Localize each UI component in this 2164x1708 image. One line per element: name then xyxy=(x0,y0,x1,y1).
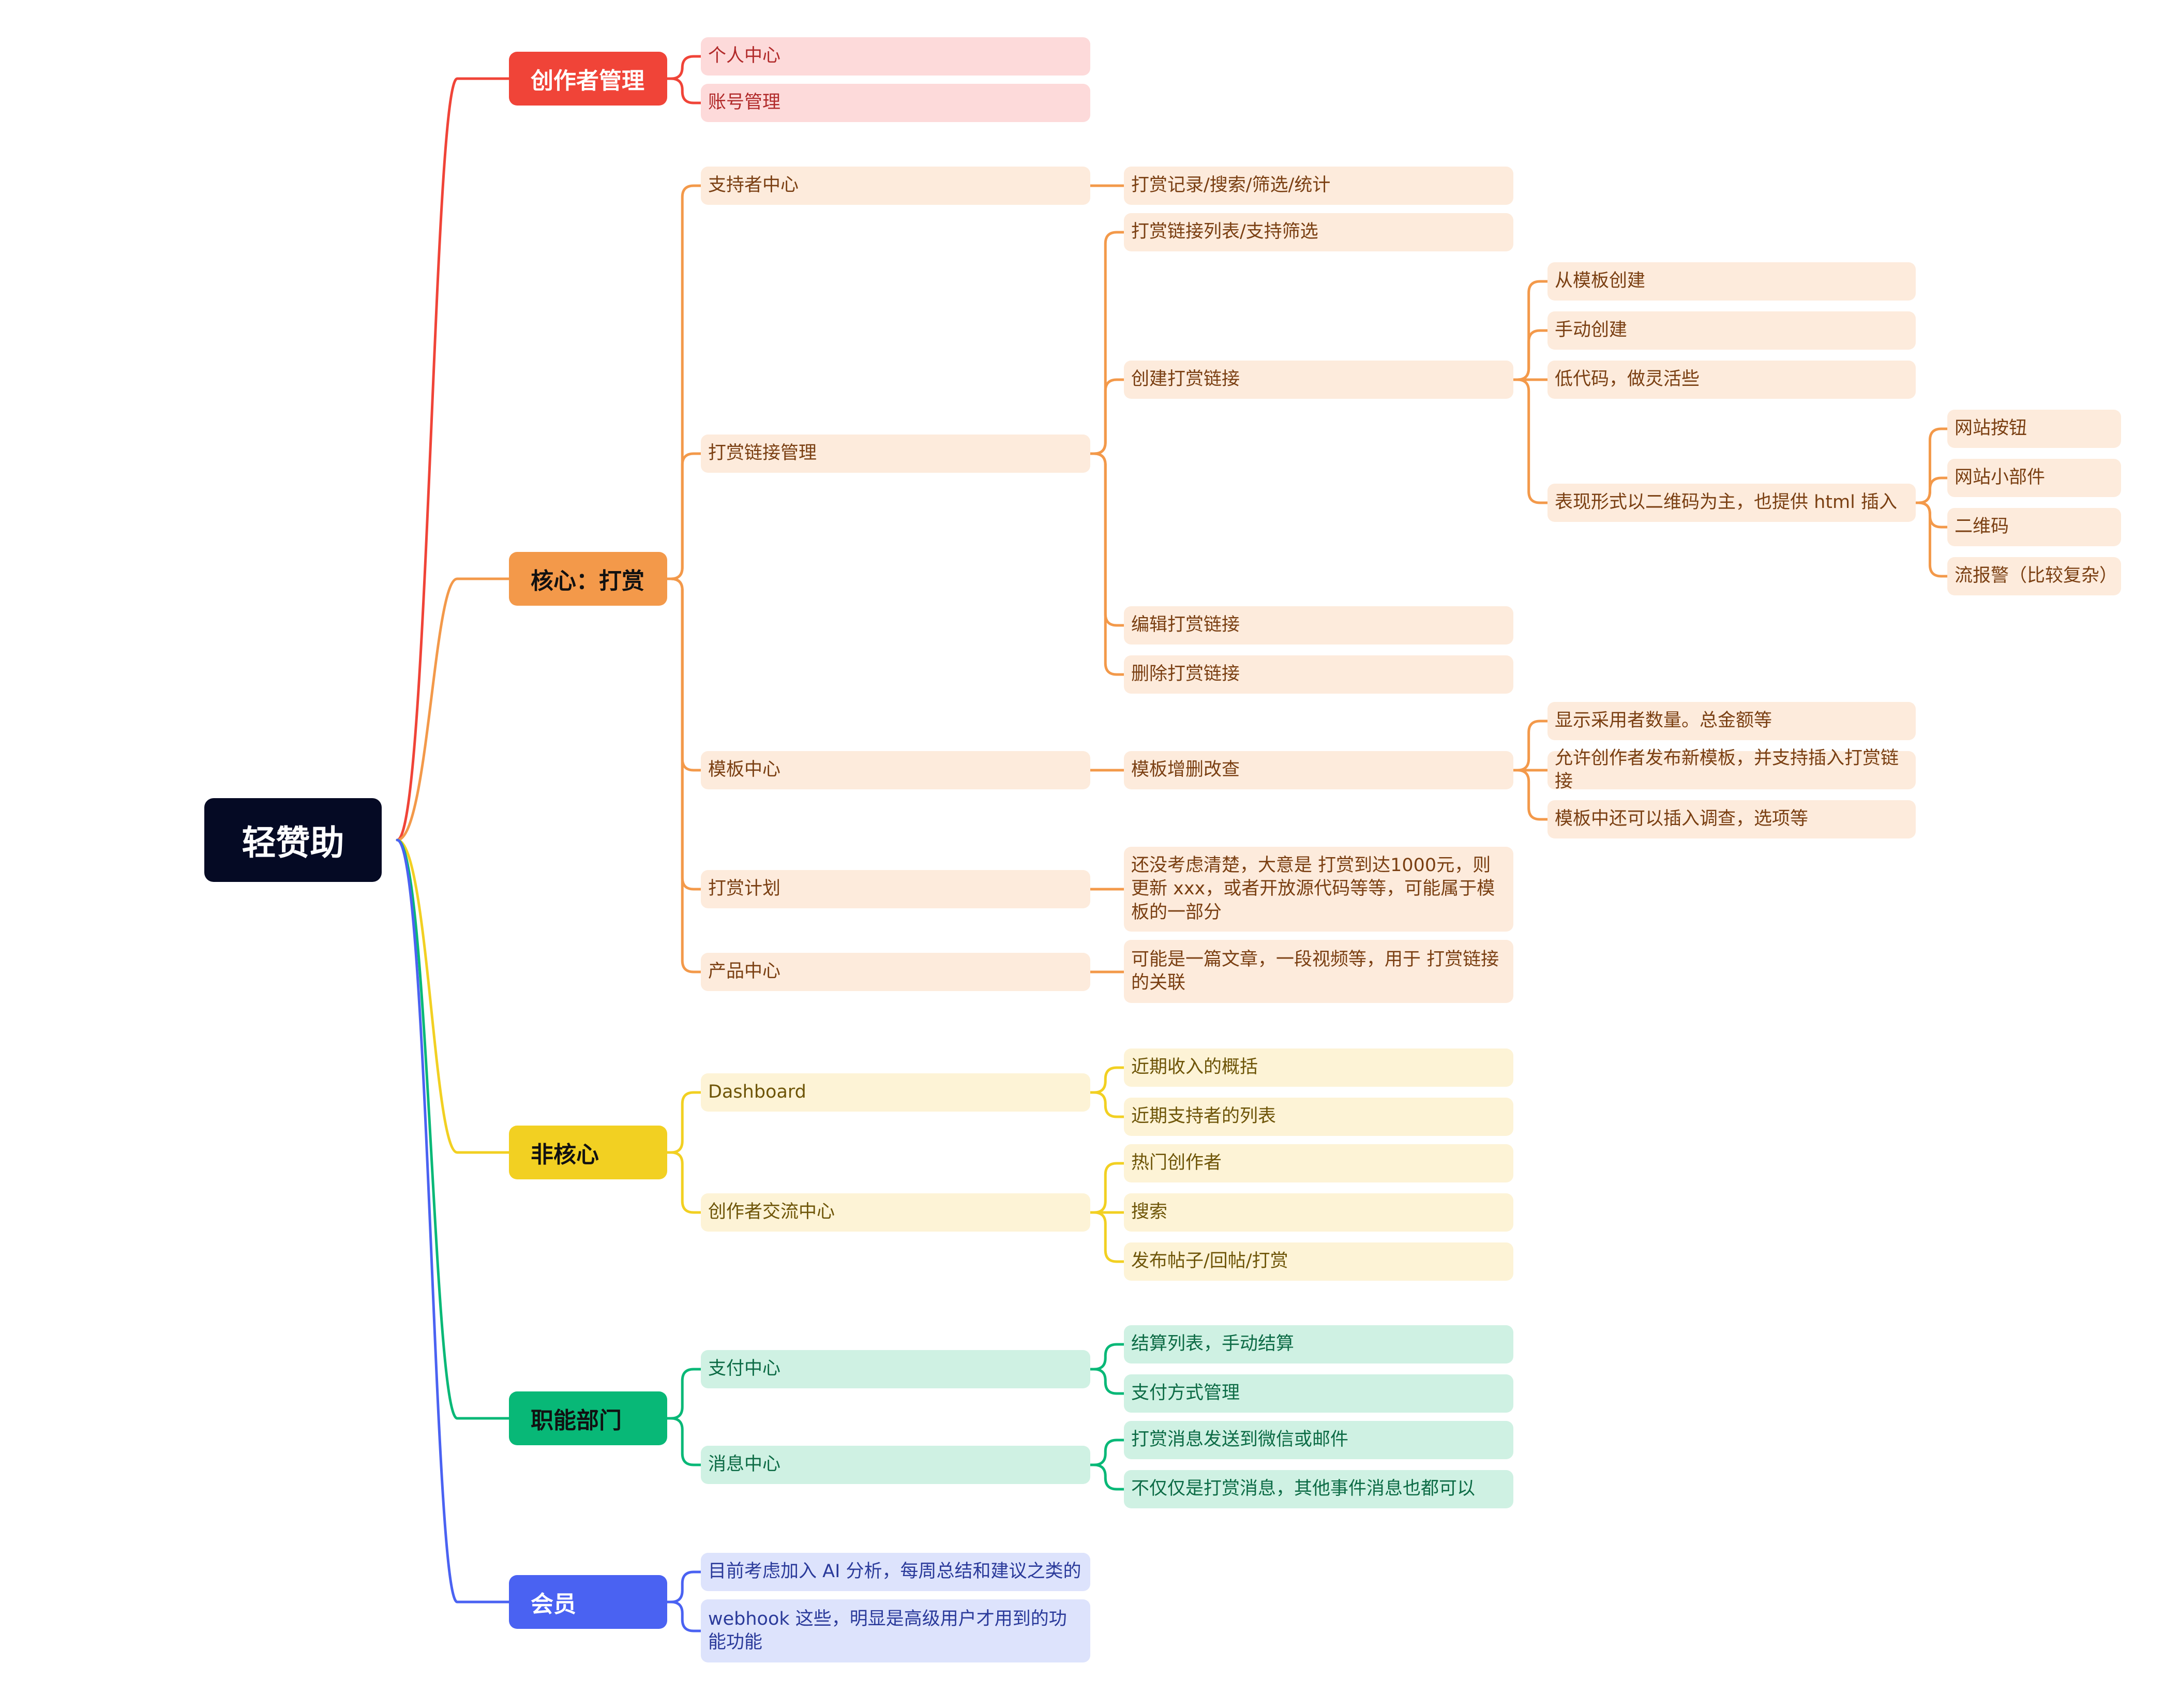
node-account-management[interactable]: 账号管理 xyxy=(701,84,1090,122)
edge-payment-0 xyxy=(1089,1343,1125,1371)
node-template-survey[interactable]: 模板中还可以插入调查，选项等 xyxy=(1547,800,1916,838)
node-template-center[interactable]: 模板中心 xyxy=(701,751,1090,789)
edge-root-creator xyxy=(396,77,510,842)
node-delete-link[interactable]: 删除打赏链接 xyxy=(1124,655,1513,694)
edge-creator-1 xyxy=(666,77,702,104)
node-settlement-list[interactable]: 结算列表，手动结算 xyxy=(1124,1325,1513,1364)
branch-creator-management[interactable]: 创作者管理 xyxy=(509,52,667,106)
node-reward-records[interactable]: 打赏记录/搜索/筛选/统计 xyxy=(1124,167,1513,205)
branch-core-reward[interactable]: 核心：打赏 xyxy=(509,552,667,606)
edge-root-noncore xyxy=(396,838,510,1154)
edge-func-1 xyxy=(666,1417,702,1466)
edge-create-3 xyxy=(1512,378,1549,504)
node-reward-plan[interactable]: 打赏计划 xyxy=(701,870,1090,908)
edge-message-1 xyxy=(1089,1463,1125,1491)
node-display-forms[interactable]: 表现形式以二维码为主，也提供 html 插入 xyxy=(1547,484,1916,522)
edge-root-func xyxy=(396,838,510,1420)
node-template-crud[interactable]: 模板增删改查 xyxy=(1124,751,1513,789)
node-publish-template[interactable]: 允许创作者发布新模板，并支持插入打赏链接 xyxy=(1547,748,1916,792)
edge-core-1 xyxy=(666,452,702,580)
edge-community-0 xyxy=(1089,1162,1125,1214)
edge-member-1 xyxy=(666,1600,702,1632)
edge-core-0 xyxy=(666,184,702,580)
node-create-link[interactable]: 创建打赏链接 xyxy=(1124,361,1513,399)
node-post-reply[interactable]: 发布帖子/回帖/打赏 xyxy=(1124,1242,1513,1281)
node-adopter-count[interactable]: 显示采用者数量。总金额等 xyxy=(1547,702,1916,740)
node-payment-center[interactable]: 支付中心 xyxy=(701,1350,1090,1388)
edge-creator-0 xyxy=(666,55,702,80)
branch-membership[interactable]: 会员 xyxy=(509,1575,667,1629)
edge-dashboard-1 xyxy=(1089,1091,1125,1118)
edge-payment-1 xyxy=(1089,1368,1125,1395)
node-personal-center[interactable]: 个人中心 xyxy=(701,37,1090,76)
node-edit-link[interactable]: 编辑打赏链接 xyxy=(1124,606,1513,645)
edge-crud-2 xyxy=(1512,769,1549,821)
edge-noncore-0 xyxy=(666,1091,702,1154)
edge-forms-0 xyxy=(1914,427,1949,504)
edge-forms-2 xyxy=(1914,501,1949,529)
edge-links-2 xyxy=(1089,452,1125,627)
edge-core-4 xyxy=(666,577,702,973)
node-other-event-messages[interactable]: 不仅仅是打赏消息，其他事件消息也都可以 xyxy=(1124,1470,1513,1508)
node-low-code[interactable]: 低代码，做灵活些 xyxy=(1547,361,1916,399)
edge-message-0 xyxy=(1089,1439,1125,1466)
node-recent-supporters[interactable]: 近期支持者的列表 xyxy=(1124,1098,1513,1136)
branch-non-core[interactable]: 非核心 xyxy=(509,1126,667,1179)
edge-core-3 xyxy=(666,577,702,891)
node-product-description[interactable]: 可能是一篇文章，一段视频等，用于 打赏链接 的关联 xyxy=(1124,940,1513,1003)
node-manual-create[interactable]: 手动创建 xyxy=(1547,311,1916,350)
edge-root-member xyxy=(396,838,510,1604)
node-recent-income[interactable]: 近期收入的概括 xyxy=(1124,1048,1513,1087)
edge-dashboard-0 xyxy=(1089,1066,1125,1094)
branch-functional-departments[interactable]: 职能部门 xyxy=(509,1391,667,1445)
edge-create-1 xyxy=(1512,329,1549,381)
node-payment-methods[interactable]: 支付方式管理 xyxy=(1124,1374,1513,1413)
node-creator-community[interactable]: 创作者交流中心 xyxy=(701,1193,1090,1232)
node-wechat-email-notify[interactable]: 打赏消息发送到微信或邮件 xyxy=(1124,1421,1513,1459)
node-dashboard[interactable]: Dashboard xyxy=(701,1073,1090,1112)
node-ai-analysis[interactable]: 目前考虑加入 AI 分析，每周总结和建议之类的 xyxy=(701,1553,1090,1591)
node-search[interactable]: 搜索 xyxy=(1124,1193,1513,1232)
edge-func-0 xyxy=(666,1368,702,1420)
node-stream-alert[interactable]: 流报警（比较复杂） xyxy=(1947,557,2121,595)
edge-member-0 xyxy=(666,1570,702,1604)
node-popular-creators[interactable]: 热门创作者 xyxy=(1124,1144,1513,1182)
edge-root-core xyxy=(396,577,510,842)
edge-core-2 xyxy=(666,577,702,772)
node-website-widget[interactable]: 网站小部件 xyxy=(1947,459,2121,497)
edge-links-3 xyxy=(1089,452,1125,676)
edge-community-2 xyxy=(1089,1211,1125,1263)
node-message-center[interactable]: 消息中心 xyxy=(701,1446,1090,1484)
edge-forms-1 xyxy=(1914,476,1949,504)
node-link-list[interactable]: 打赏链接列表/支持筛选 xyxy=(1124,213,1513,251)
root-node[interactable]: 轻赞助 xyxy=(204,798,382,882)
edge-forms-3 xyxy=(1914,501,1949,578)
edge-crud-0 xyxy=(1512,720,1549,772)
node-supporter-center[interactable]: 支持者中心 xyxy=(701,167,1090,205)
node-reward-link-management[interactable]: 打赏链接管理 xyxy=(701,435,1090,473)
node-website-button[interactable]: 网站按钮 xyxy=(1947,410,2121,448)
node-product-center[interactable]: 产品中心 xyxy=(701,953,1090,991)
node-qr-code[interactable]: 二维码 xyxy=(1947,508,2121,546)
node-from-template[interactable]: 从模板创建 xyxy=(1547,262,1916,301)
edge-links-0 xyxy=(1089,231,1125,455)
edge-noncore-1 xyxy=(666,1151,702,1214)
node-webhook[interactable]: webhook 这些，明显是高级用户才用到的功能功能 xyxy=(701,1599,1090,1662)
edge-links-1 xyxy=(1089,378,1125,455)
node-plan-description[interactable]: 还没考虑清楚，大意是 打赏到达1000元，则更新 xxx，或者开放源代码等等，可… xyxy=(1124,847,1513,932)
